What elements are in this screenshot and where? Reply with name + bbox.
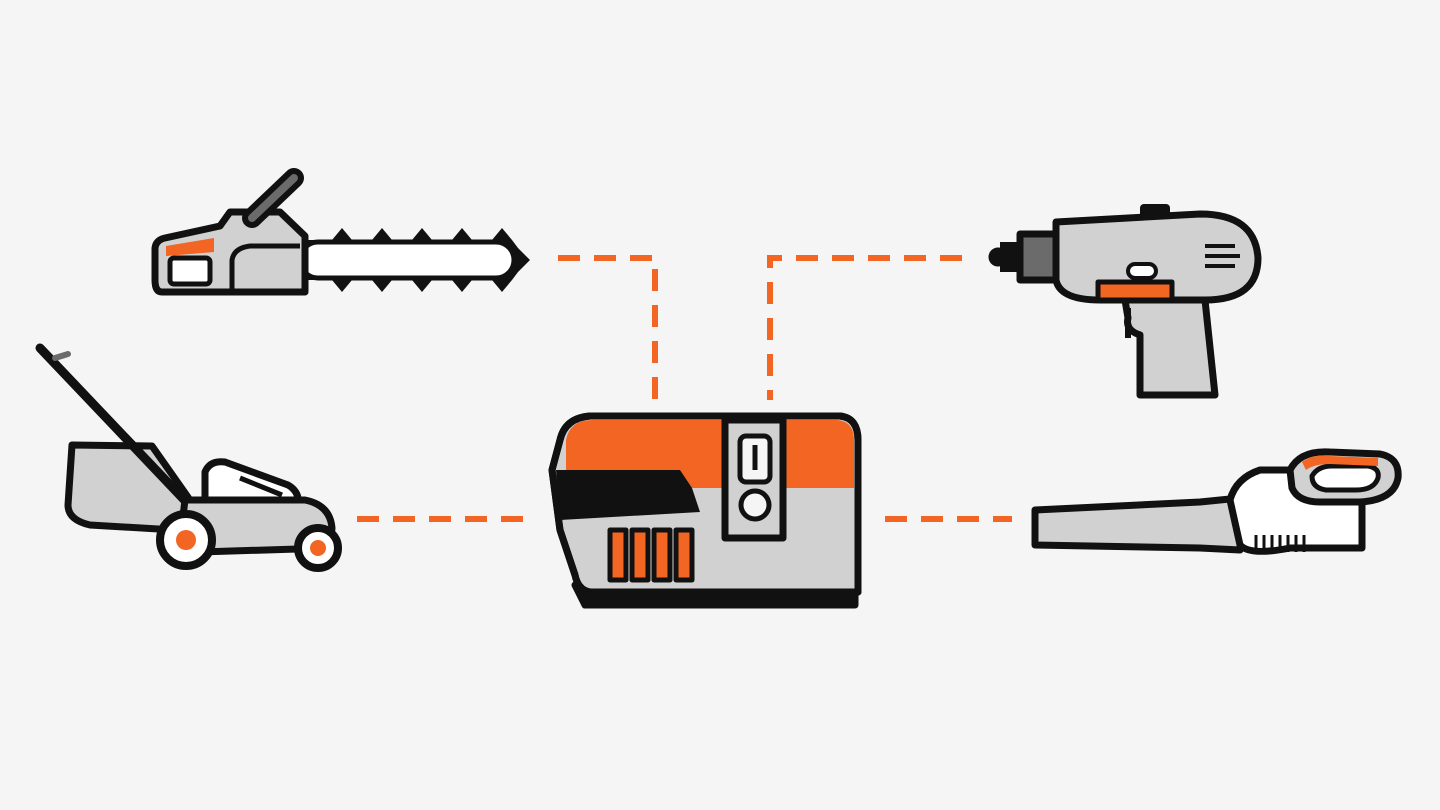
connector-drill xyxy=(767,255,962,400)
leaf-blower-icon xyxy=(1031,448,1402,555)
drill-icon xyxy=(988,204,1262,399)
connector-chainsaw xyxy=(558,255,658,400)
battery-icon xyxy=(548,412,862,609)
lawn-mower-icon xyxy=(35,343,342,572)
chainsaw-icon xyxy=(151,168,530,296)
